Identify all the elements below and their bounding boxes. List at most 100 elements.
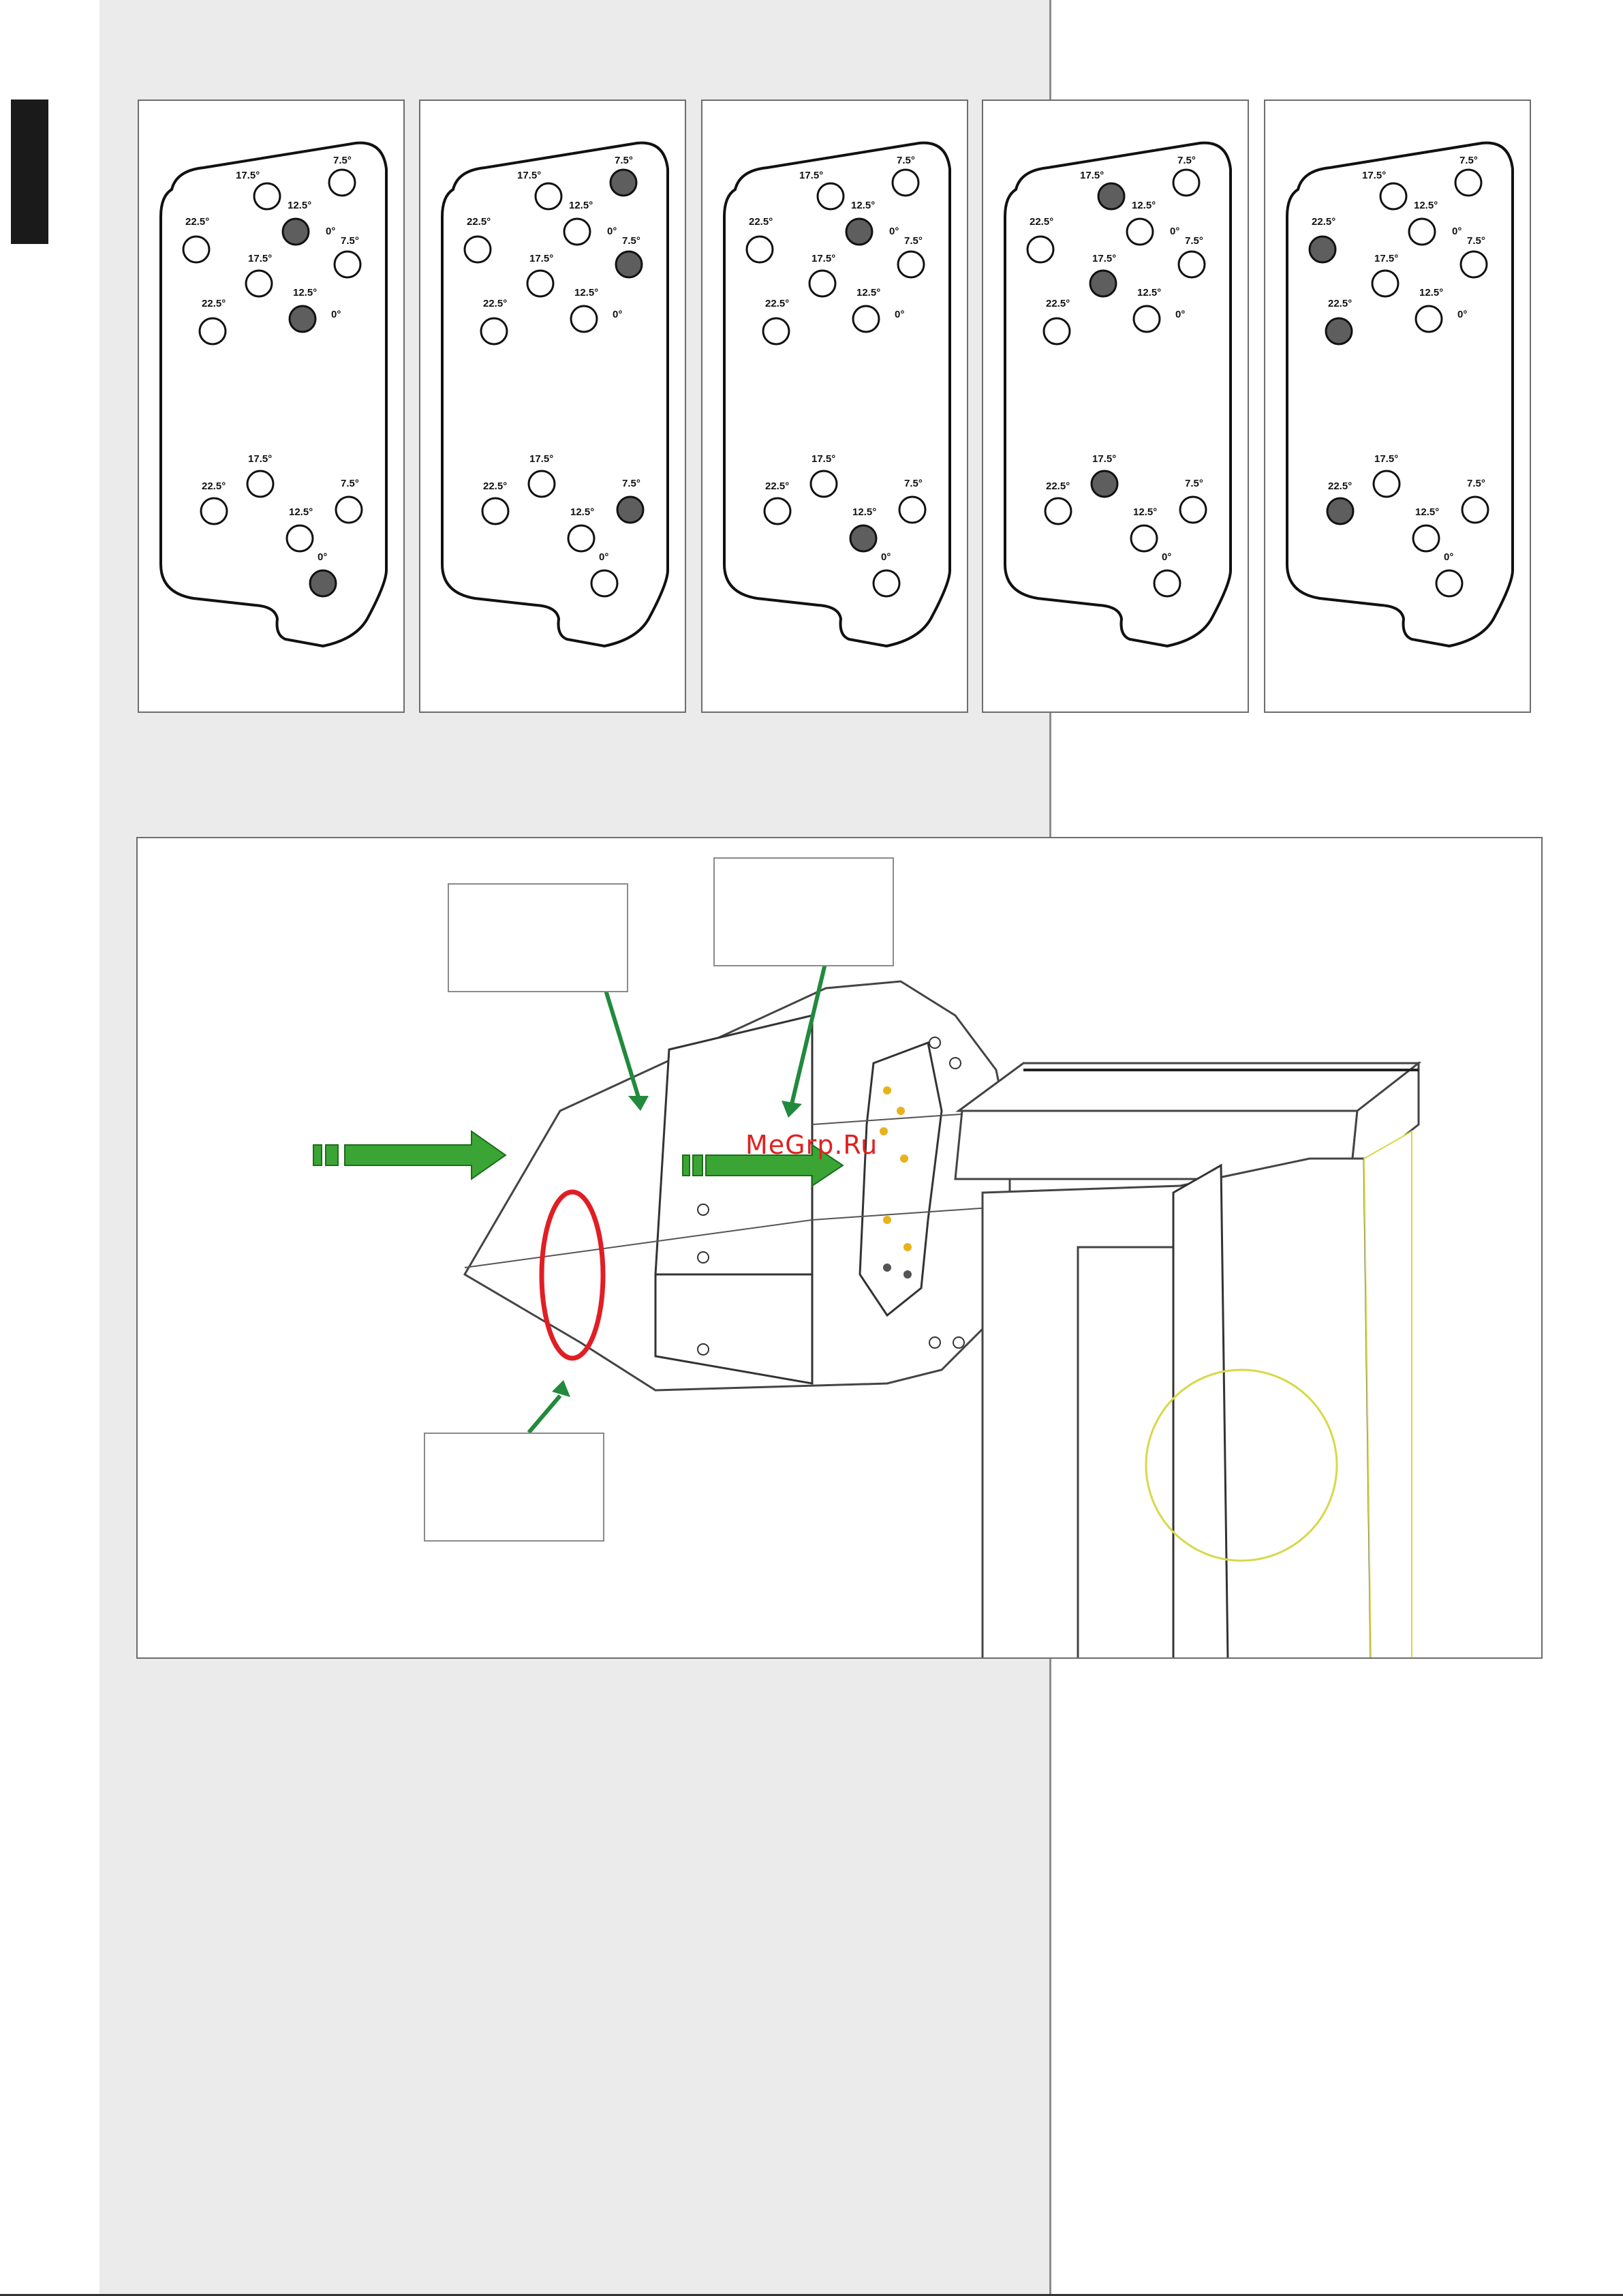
section-tab-marker	[11, 100, 48, 244]
rigging-hole-icon	[897, 250, 925, 279]
rigging-hole-icon	[1379, 182, 1408, 211]
rigging-hole-icon	[1126, 217, 1154, 246]
angle-label: 17.5°	[248, 453, 272, 465]
angle-label: 22.5°	[1030, 216, 1053, 228]
angle-label: 17.5°	[812, 253, 835, 264]
rigging-hole-icon	[570, 305, 598, 333]
angle-label: 0°	[607, 226, 617, 237]
callout-box-top-center	[713, 857, 894, 966]
angle-label: 0°	[318, 551, 327, 563]
red-ellipse-icon	[539, 1189, 606, 1361]
rigging-hole-icon	[590, 569, 619, 598]
angle-label: 0°	[889, 226, 899, 237]
rigging-hole-icon	[1459, 250, 1488, 279]
angle-label: 12.5°	[570, 506, 594, 518]
angle-label: 22.5°	[1046, 298, 1070, 309]
angle-label: 22.5°	[483, 480, 507, 492]
angle-label: 7.5°	[341, 478, 359, 489]
rigging-hole-icon	[763, 497, 792, 525]
rigging-hole-icon	[182, 235, 211, 264]
angle-label: 17.5°	[517, 170, 541, 181]
rigging-hole-icon	[1042, 317, 1071, 346]
angle-label: 7.5°	[1467, 478, 1485, 489]
rigging-hole-icon	[245, 269, 273, 298]
angle-label: 17.5°	[1080, 170, 1104, 181]
angle-label: 7.5°	[1185, 235, 1203, 247]
angle-label: 12.5°	[293, 287, 317, 299]
rigging-hole-icon	[1090, 470, 1119, 498]
angle-label: 12.5°	[574, 287, 598, 299]
green-arrow-icon	[682, 1144, 844, 1187]
plate-svg: 7.5°17.5°12.5°22.5°17.5°7.5°22.5°12.5°17…	[441, 141, 669, 648]
angle-label: 7.5°	[333, 155, 352, 166]
plate-svg: 7.5°17.5°12.5°22.5°17.5°7.5°22.5°12.5°17…	[1004, 141, 1232, 648]
angle-label: 12.5°	[1137, 287, 1161, 299]
rigging-hole-icon	[198, 317, 227, 346]
rigging-hole-icon	[1177, 250, 1206, 279]
angle-label: 0°	[1452, 226, 1462, 237]
rigging-hole-icon	[1153, 569, 1181, 598]
angle-label: 12.5°	[856, 287, 880, 299]
rigging-hole-icon	[328, 168, 356, 197]
angle-label: 17.5°	[236, 170, 260, 181]
rigging-hole-icon	[1132, 305, 1161, 333]
angle-label: 12.5°	[851, 200, 875, 211]
angle-label: 12.5°	[852, 506, 876, 518]
rigging-hole-icon	[609, 168, 638, 197]
rigging-hole-icon	[288, 305, 317, 333]
angle-label: 17.5°	[529, 253, 553, 264]
angle-label: 0°	[599, 551, 608, 563]
angle-label: 22.5°	[1312, 216, 1335, 228]
angle-label: 12.5°	[1132, 200, 1156, 211]
speaker-cabinet-icon	[954, 1060, 1422, 1657]
rigging-hole-icon	[333, 250, 362, 279]
rigging-hole-icon	[1325, 317, 1353, 346]
plate-svg: 7.5°17.5°12.5°22.5°17.5°7.5°22.5°12.5°17…	[723, 141, 951, 648]
angle-label: 22.5°	[202, 480, 226, 492]
rigging-plate-diagram-3: 7.5°17.5°12.5°22.5°17.5°7.5°22.5°12.5°17…	[701, 100, 968, 713]
rigging-hole-icon	[481, 497, 510, 525]
plate-svg: 7.5°17.5°12.5°22.5°17.5°7.5°22.5°12.5°17…	[1286, 141, 1514, 648]
rigging-hole-icon	[1172, 168, 1201, 197]
rigging-hole-icon	[1412, 524, 1440, 553]
rigging-hole-icon	[745, 235, 774, 264]
plate-svg: 7.5°17.5°12.5°22.5°17.5°7.5°22.5°12.5°17…	[159, 141, 388, 648]
rigging-hole-icon	[1372, 470, 1401, 498]
angle-label: 7.5°	[1185, 478, 1203, 489]
rigging-hole-icon	[1371, 269, 1400, 298]
angle-label: 12.5°	[1419, 287, 1443, 299]
rigging-hole-icon	[1097, 182, 1126, 211]
angle-label: 7.5°	[615, 155, 633, 166]
angle-label: 0°	[881, 551, 891, 563]
green-arrow-icon	[313, 1130, 507, 1180]
rigging-hole-icon	[808, 269, 837, 298]
rigging-plate-diagram-5: 7.5°17.5°12.5°22.5°17.5°7.5°22.5°12.5°17…	[1264, 100, 1531, 713]
rigging-hole-icon	[1435, 569, 1464, 598]
rigging-hole-icon	[526, 269, 555, 298]
rigging-hole-icon	[285, 524, 314, 553]
rigging-hole-icon	[309, 569, 337, 598]
rigging-hole-icon	[845, 217, 874, 246]
rigging-hole-icon	[480, 317, 508, 346]
angle-label: 12.5°	[1415, 506, 1439, 518]
rigging-hole-icon	[1461, 495, 1489, 524]
angle-label: 0°	[1175, 309, 1185, 320]
rigging-hole-icon	[615, 250, 643, 279]
angle-label: 22.5°	[1328, 480, 1352, 492]
angle-label: 0°	[1170, 226, 1179, 237]
rigging-hole-icon	[849, 524, 878, 553]
angle-label: 17.5°	[529, 453, 553, 465]
rigging-hole-icon	[527, 470, 556, 498]
angle-label: 7.5°	[341, 235, 359, 247]
rigging-hole-icon	[616, 495, 645, 524]
angle-label: 22.5°	[483, 298, 507, 309]
rigging-hole-icon	[253, 182, 281, 211]
rigging-hole-icon	[463, 235, 492, 264]
rigging-hole-icon	[1130, 524, 1158, 553]
angle-label: 17.5°	[799, 170, 823, 181]
angle-label: 0°	[1444, 551, 1453, 563]
rigging-hole-icon	[335, 495, 363, 524]
rigging-hole-icon	[1044, 497, 1072, 525]
callout-box-bottom-left	[424, 1433, 604, 1542]
rigging-hole-icon	[1415, 305, 1443, 333]
